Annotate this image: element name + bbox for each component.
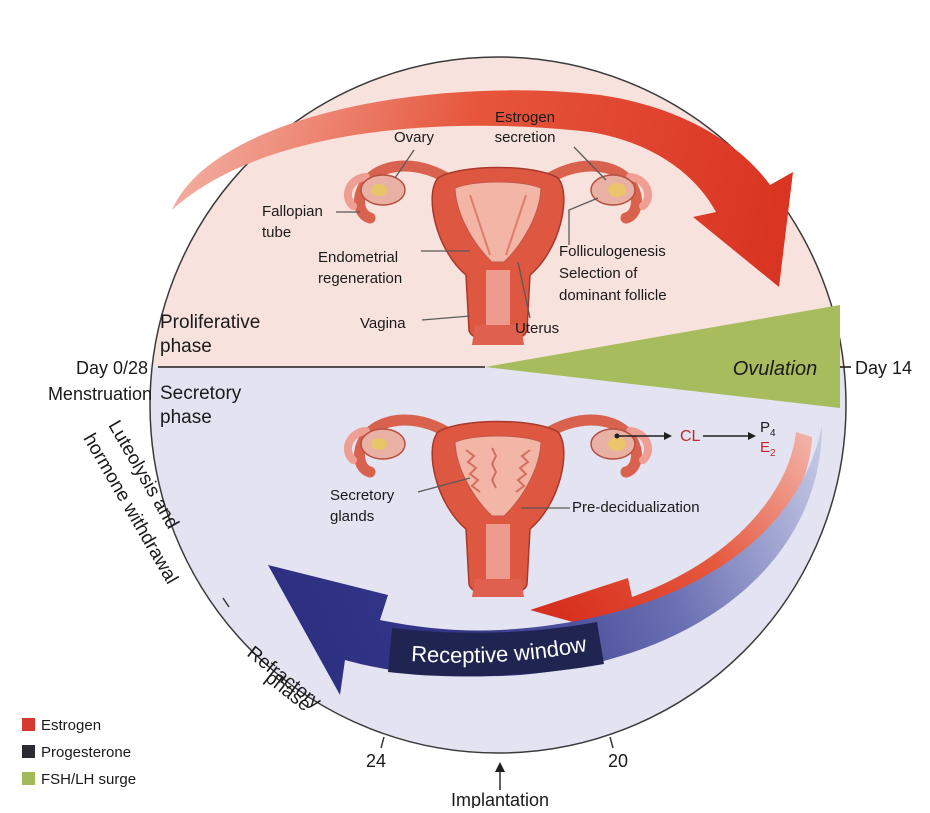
legend: Estrogen Progesterone FSH/LH surge bbox=[22, 717, 136, 788]
uterus-label: Uterus bbox=[515, 320, 559, 337]
legend-swatch-progesterone bbox=[22, 745, 35, 758]
menstruation-label: Menstruation bbox=[48, 384, 152, 404]
cl-label: CL bbox=[680, 428, 701, 445]
estrogen-label-line1: Estrogen bbox=[495, 109, 555, 126]
implantation-label: Implantation bbox=[451, 790, 549, 808]
day14-label: Day 14 bbox=[855, 358, 912, 378]
vagina-label: Vagina bbox=[360, 315, 406, 332]
tick-20 bbox=[610, 737, 613, 748]
legend-item-estrogen: Estrogen bbox=[22, 717, 101, 734]
legend-item-fsh-lh: FSH/LH surge bbox=[22, 771, 136, 788]
legend-label-fsh-lh: FSH/LH surge bbox=[41, 771, 136, 788]
day24-label: 24 bbox=[366, 751, 386, 771]
secretory-label-line2: phase bbox=[160, 407, 212, 428]
secretory-glands-label-line2: glands bbox=[330, 508, 374, 525]
fallopian-label-line2: tube bbox=[262, 224, 291, 241]
endometrial-label-line2: regeneration bbox=[318, 270, 402, 287]
legend-item-progesterone: Progesterone bbox=[22, 744, 131, 761]
legend-label-progesterone: Progesterone bbox=[41, 744, 131, 761]
predecidualization-label: Pre-decidualization bbox=[572, 499, 700, 516]
folliculo-label-line2: Selection of bbox=[559, 265, 638, 282]
endometrial-label-line1: Endometrial bbox=[318, 249, 398, 266]
tick-24 bbox=[381, 737, 384, 748]
legend-swatch-fsh-lh bbox=[22, 772, 35, 785]
ovulation-label: Ovulation bbox=[733, 358, 818, 380]
day20-label: 20 bbox=[608, 751, 628, 771]
fallopian-label-line1: Fallopian bbox=[262, 203, 323, 220]
cl-dot bbox=[615, 434, 620, 439]
estrogen-label-line2: secretion bbox=[495, 129, 556, 146]
folliculo-label-line3: dominant follicle bbox=[559, 287, 667, 304]
folliculo-label-line1: Folliculogenesis bbox=[559, 243, 666, 260]
day-start-label: Day 0/28 bbox=[76, 358, 148, 378]
legend-label-estrogen: Estrogen bbox=[41, 717, 101, 734]
secretory-glands-label-line1: Secretory bbox=[330, 487, 395, 504]
secretory-label-line1: Secretory bbox=[160, 383, 242, 404]
proliferative-label-line1: Proliferative bbox=[160, 312, 260, 333]
legend-swatch-estrogen bbox=[22, 718, 35, 731]
ovary-label: Ovary bbox=[394, 129, 435, 146]
proliferative-label-line2: phase bbox=[160, 336, 212, 357]
implantation-arrow bbox=[495, 762, 505, 790]
